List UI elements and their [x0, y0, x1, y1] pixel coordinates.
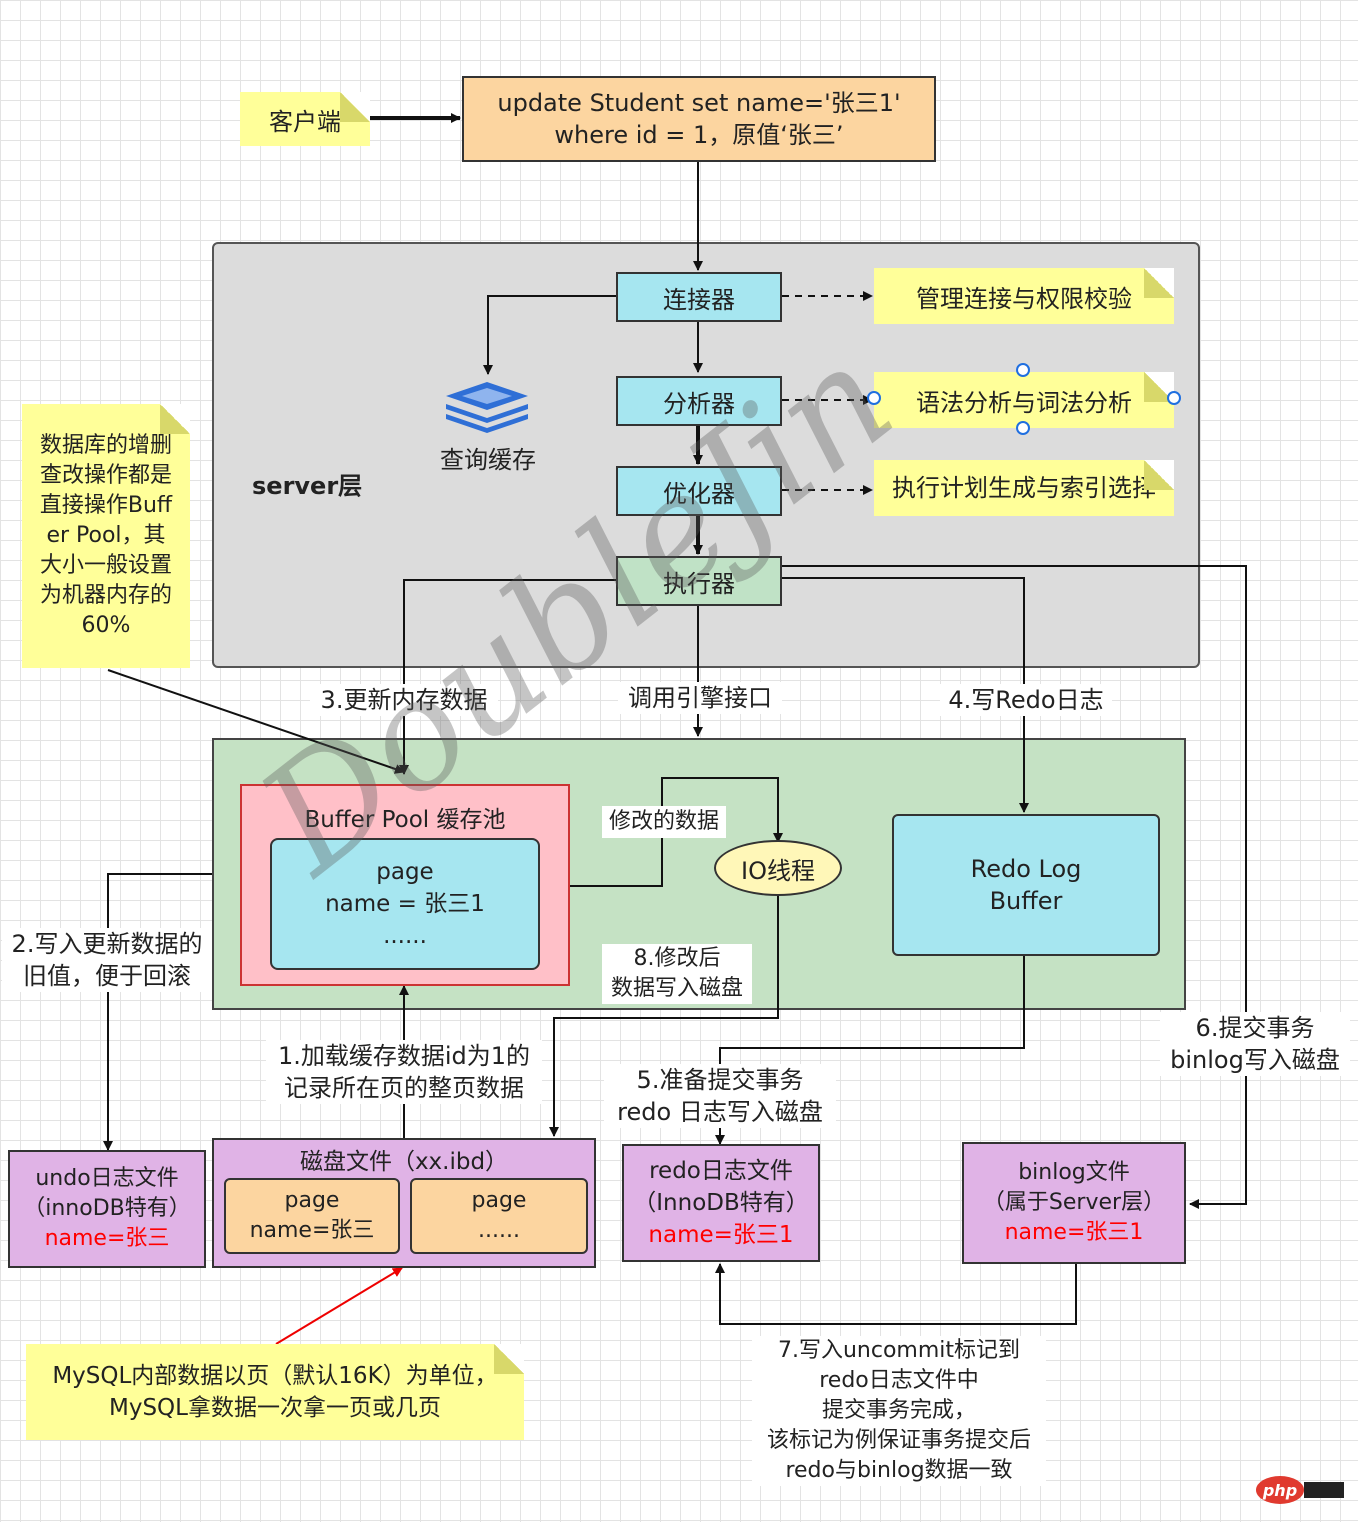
- step2-label: 2.写入更新数据的 旧值，便于回滚: [2, 928, 212, 992]
- step7-line-1: 7.写入uncommit标记到: [777, 1338, 1021, 1363]
- note-analyzer-text: 语法分析与词法分析: [916, 388, 1132, 417]
- selection-handle-left[interactable]: [867, 391, 881, 405]
- buffer-pool-title: Buffer Pool 缓存池: [304, 807, 506, 833]
- step5-line-1: 5.准备提交事务: [636, 1066, 804, 1094]
- analyzer-label: 分析器: [663, 389, 735, 418]
- sql-statement-box: update Student set name='张三1' where id =…: [462, 76, 936, 162]
- redo-file-line-3: name=张三1: [648, 1222, 794, 1248]
- undo-line-2: （innoDB特有）: [23, 1196, 191, 1221]
- disk-page-1: page name=张三: [224, 1178, 400, 1254]
- io-to-disk: [549, 894, 779, 1137]
- disk-page-2: page ......: [410, 1178, 588, 1254]
- undo-line-1: undo日志文件: [35, 1166, 179, 1191]
- io-thread-ellipse: IO线程: [714, 840, 842, 896]
- step1-line-2: 记录所在页的整页数据: [284, 1074, 524, 1102]
- mysql-page-note-text: MySQL内部数据以页（默认16K）为单位，MySQL拿数据一次拿一页或几页: [52, 1363, 498, 1421]
- executor-to-redo-buffer: [782, 577, 1029, 813]
- client-label: 客户端: [269, 107, 341, 136]
- buffer-pool-note: 数据库的增删查改操作都是直接操作Buffer Pool，其大小一般设置为机器内存…: [22, 404, 190, 668]
- disk-file-title: 磁盘文件（xx.ibd）: [299, 1149, 509, 1175]
- buffer-page-line-1: page: [376, 859, 434, 885]
- step3-label: 3.更新内存数据: [310, 684, 498, 716]
- step8-line-1: 8.修改后: [633, 946, 721, 971]
- step5-line-2: redo 日志写入磁盘: [617, 1098, 823, 1126]
- binlog-file-box: binlog文件 （属于Server层） name=张三1: [962, 1142, 1186, 1264]
- disk-file-box: 磁盘文件（xx.ibd） page name=张三 page ......: [212, 1138, 596, 1268]
- io-thread-label: IO线程: [741, 856, 815, 885]
- executor-to-bufferpool: [399, 579, 616, 775]
- step2-line-1: 2.写入更新数据的: [11, 930, 203, 958]
- php-logo-text: php: [1262, 1480, 1298, 1500]
- mysql-note-red-arrow: [275, 1267, 403, 1345]
- note-optimizer-text: 执行计划生成与索引选择: [892, 474, 1156, 502]
- disk-page-2-line-1: page: [471, 1188, 527, 1213]
- executor-to-binlog: [782, 565, 1247, 1209]
- redo-log-file-box: redo日志文件 （InnoDB特有） name=张三1: [622, 1144, 820, 1262]
- note-analyzer: 语法分析与词法分析: [874, 372, 1174, 428]
- disk-page-1-line-1: page: [284, 1188, 340, 1213]
- modified-data-label: 修改的数据: [602, 806, 726, 838]
- step7-line-3: 提交事务完成，: [821, 1398, 976, 1423]
- buffer-page-line-3: ......: [383, 923, 427, 949]
- note-to-bufferpool: [107, 669, 405, 774]
- logo-bar: [1304, 1482, 1344, 1498]
- buffer-page-line-2: name = 张三1: [325, 891, 485, 917]
- step7-label: 7.写入uncommit标记到 redo日志文件中 提交事务完成， 该标记为例保…: [752, 1336, 1046, 1486]
- redo-file-line-2: （InnoDB特有）: [633, 1190, 809, 1216]
- query-cache-label: 查询缓存: [440, 446, 536, 474]
- sql-line-1: update Student set name='张三1': [497, 89, 901, 117]
- step6-label: 6.提交事务 binlog写入磁盘: [1160, 1012, 1350, 1076]
- connector-label: 连接器: [663, 285, 735, 314]
- step8-label: 8.修改后 数据写入磁盘: [602, 944, 752, 1004]
- step7-line-5: redo与binlog数据一致: [785, 1458, 1013, 1483]
- step4-label: 4.写Redo日志: [940, 684, 1112, 716]
- disk-page-1-line-2: name=张三: [249, 1218, 375, 1243]
- undo-log-file-box: undo日志文件 （innoDB特有） name=张三: [8, 1150, 206, 1268]
- selection-handle-right[interactable]: [1167, 391, 1181, 405]
- note-connector-text: 管理连接与权限校验: [916, 284, 1132, 313]
- note-connector: 管理连接与权限校验: [874, 268, 1174, 324]
- step6-line-2: binlog写入磁盘: [1170, 1046, 1340, 1074]
- page-to-io: [568, 777, 783, 887]
- step8-line-2: 数据写入磁盘: [610, 976, 743, 1001]
- client-note: 客户端: [240, 92, 370, 146]
- step7-line-4: 该标记为例保证事务提交后: [766, 1428, 1031, 1453]
- php-logo: php: [1256, 1476, 1304, 1504]
- step2-line-2: 旧值，便于回滚: [23, 962, 191, 990]
- connector-to-cache: [483, 295, 616, 375]
- step5-label: 5.准备提交事务 redo 日志写入磁盘: [604, 1064, 836, 1128]
- step7-line-2: redo日志文件中: [819, 1368, 979, 1393]
- query-cache-icon: [446, 382, 528, 433]
- buffer-page-box: page name = 张三1 ......: [270, 838, 540, 970]
- optimizer-box: 优化器: [616, 466, 782, 516]
- step6-line-1: 6.提交事务: [1195, 1014, 1315, 1042]
- buffer-pool-note-text: 数据库的增删查改操作都是直接操作Buffer Pool，其大小一般设置为机器内存…: [39, 433, 173, 638]
- disk-page-2-line-2: ......: [478, 1218, 520, 1243]
- call-engine-label: 调用引擎接口: [618, 682, 782, 714]
- executor-box: 执行器: [616, 556, 782, 606]
- server-layer-label: server层: [252, 472, 363, 500]
- connector-box: 连接器: [616, 272, 782, 322]
- step1-line-1: 1.加载缓存数据id为1的: [277, 1042, 531, 1070]
- undo-line-3: name=张三: [44, 1226, 170, 1251]
- step1-label: 1.加载缓存数据id为1的 记录所在页的整页数据: [266, 1040, 542, 1104]
- redo-log-buffer-box: Redo Log Buffer: [892, 814, 1160, 956]
- binlog-to-redo-file: [715, 1263, 1077, 1325]
- binlog-line-2: （属于Server层）: [982, 1190, 1166, 1215]
- optimizer-label: 优化器: [663, 479, 735, 508]
- engine-to-undo: [103, 873, 212, 1151]
- executor-label: 执行器: [663, 569, 735, 598]
- selection-handle-top[interactable]: [1016, 363, 1030, 377]
- selection-handle-bottom[interactable]: [1016, 421, 1030, 435]
- redo-file-line-1: redo日志文件: [649, 1158, 793, 1184]
- sql-line-2: where id = 1，原值‘张三’: [554, 121, 844, 149]
- binlog-line-3: name=张三1: [1004, 1220, 1144, 1245]
- analyzer-box: 分析器: [616, 376, 782, 426]
- redo-log-buffer-label: Redo Log Buffer: [970, 855, 1082, 915]
- binlog-line-1: binlog文件: [1018, 1160, 1130, 1185]
- mysql-page-note: MySQL内部数据以页（默认16K）为单位，MySQL拿数据一次拿一页或几页: [26, 1344, 524, 1440]
- note-optimizer: 执行计划生成与索引选择: [874, 460, 1174, 516]
